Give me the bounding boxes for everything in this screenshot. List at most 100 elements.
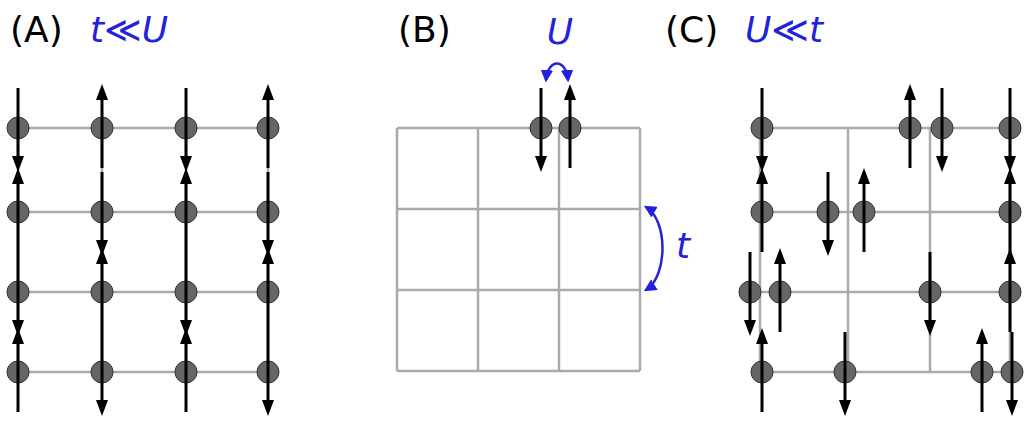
grid-line bbox=[760, 291, 1010, 294]
electron-spin bbox=[751, 88, 773, 172]
spin-arrowhead bbox=[12, 168, 24, 184]
grid-line bbox=[760, 211, 1010, 214]
grid-line bbox=[558, 128, 561, 371]
spin-arrowhead bbox=[756, 168, 768, 184]
spin-arrow bbox=[844, 332, 847, 400]
regime-label: t≪U bbox=[90, 10, 168, 50]
spin-arrow bbox=[101, 100, 104, 168]
electron-spin bbox=[7, 252, 29, 336]
electron-spin bbox=[175, 168, 197, 252]
electron-spin bbox=[257, 172, 279, 256]
spin-arrowhead bbox=[924, 320, 936, 336]
hopping-arrow bbox=[646, 207, 663, 290]
electron-spin bbox=[175, 252, 197, 336]
grid-line bbox=[397, 208, 640, 211]
grid-line bbox=[397, 370, 640, 373]
grid-line bbox=[18, 211, 268, 214]
interaction-label: U bbox=[547, 12, 573, 52]
spin-arrow bbox=[17, 344, 20, 412]
electron-spin bbox=[919, 252, 941, 336]
spin-arrow bbox=[1009, 264, 1012, 332]
spin-arrowhead bbox=[976, 328, 988, 344]
electron-spin bbox=[175, 88, 197, 172]
spin-arrow bbox=[267, 332, 270, 400]
spin-arrow bbox=[17, 184, 20, 252]
spin-arrowhead bbox=[12, 328, 24, 344]
electron-spin bbox=[7, 328, 29, 412]
spin-arrow bbox=[1009, 88, 1012, 156]
spin-arrow bbox=[569, 100, 572, 168]
spin-arrow bbox=[267, 264, 270, 332]
electron-spin bbox=[853, 168, 875, 252]
spin-arrowhead bbox=[839, 400, 851, 416]
grid-line bbox=[397, 289, 640, 292]
spin-arrow bbox=[1011, 332, 1014, 400]
electron-spin bbox=[899, 84, 921, 168]
spin-arrow bbox=[540, 88, 543, 156]
electron-spin bbox=[751, 328, 773, 412]
grid-line bbox=[639, 128, 642, 371]
spin-arrowhead bbox=[96, 84, 108, 100]
spin-arrow bbox=[17, 88, 20, 156]
electron-spin bbox=[931, 88, 953, 172]
electron-spin bbox=[1001, 332, 1023, 416]
spin-arrowhead bbox=[262, 248, 274, 264]
electron-spin bbox=[91, 248, 113, 332]
spin-arrow bbox=[17, 252, 20, 320]
electron-spin bbox=[971, 328, 993, 412]
electron-spin bbox=[999, 88, 1021, 172]
spin-arrowhead bbox=[1004, 168, 1016, 184]
electron-spin bbox=[769, 248, 791, 332]
spin-arrow bbox=[941, 88, 944, 156]
spin-arrow bbox=[863, 184, 866, 252]
spin-arrow bbox=[749, 252, 752, 320]
spin-arrow bbox=[101, 172, 104, 240]
grid-line bbox=[18, 371, 268, 374]
spin-arrowhead bbox=[744, 320, 756, 336]
electron-spin bbox=[91, 172, 113, 256]
electron-spin bbox=[257, 248, 279, 332]
spin-arrowhead bbox=[564, 84, 576, 100]
electron-spin bbox=[559, 84, 581, 168]
lattice-grid bbox=[18, 128, 268, 372]
spin-arrow bbox=[185, 252, 188, 320]
spin-arrowhead bbox=[262, 84, 274, 100]
spin-arrow bbox=[101, 332, 104, 400]
grid-line bbox=[18, 291, 268, 294]
grid-line bbox=[397, 127, 640, 130]
lattice-grid bbox=[760, 128, 1010, 372]
spin-arrow bbox=[185, 88, 188, 156]
electron-spin bbox=[7, 168, 29, 252]
spin-arrow bbox=[101, 264, 104, 332]
spin-arrowhead bbox=[180, 168, 192, 184]
spin-arrowhead bbox=[936, 156, 948, 172]
spin-arrowhead bbox=[535, 156, 547, 172]
spin-arrowhead bbox=[756, 328, 768, 344]
grid-line bbox=[760, 127, 1010, 130]
spin-arrow bbox=[761, 184, 764, 252]
panel-letter: (C) bbox=[665, 10, 718, 50]
grid-line bbox=[396, 128, 399, 371]
lattice-grid bbox=[397, 128, 640, 371]
spin-arrow bbox=[827, 172, 830, 240]
spin-arrow bbox=[267, 100, 270, 168]
electron-spin bbox=[7, 88, 29, 172]
panel-letter: (B) bbox=[398, 10, 451, 50]
spin-arrow bbox=[909, 100, 912, 168]
grid-line bbox=[477, 128, 480, 371]
electron-spin bbox=[999, 248, 1021, 332]
spin-arrowhead bbox=[262, 400, 274, 416]
spin-arrowhead bbox=[774, 248, 786, 264]
spin-arrow bbox=[267, 172, 270, 240]
electron-spin bbox=[257, 84, 279, 168]
spin-arrowhead bbox=[1004, 248, 1016, 264]
spin-arrow bbox=[981, 344, 984, 412]
interaction-arrow bbox=[546, 64, 568, 81]
grid-line bbox=[847, 128, 850, 372]
spin-arrow bbox=[761, 344, 764, 412]
electron-spin bbox=[530, 88, 552, 172]
spin-arrow bbox=[185, 184, 188, 252]
electron-spin bbox=[91, 84, 113, 168]
spin-arrow bbox=[779, 264, 782, 332]
